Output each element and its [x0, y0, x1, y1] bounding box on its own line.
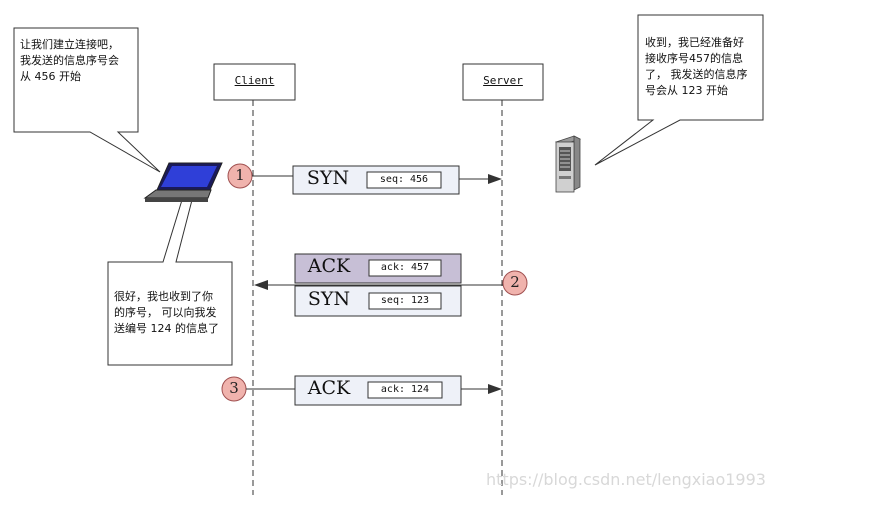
laptop-icon — [143, 162, 223, 202]
watermark: https://blog.csdn.net/lengxiao1993 — [486, 470, 766, 489]
server-top-callout — [594, 14, 764, 166]
step-3-label: 3 — [229, 379, 239, 397]
client-box — [213, 63, 296, 101]
server-icon — [554, 135, 582, 193]
packet-3-value: seq: 123 — [380, 295, 430, 306]
packet-ack-1 — [294, 253, 462, 284]
client-bottom-callout-text: 很好，我也收到了你 的序号， 可以向我发 送编号 124 的信息了 — [114, 290, 219, 335]
packet-syn-1 — [292, 165, 460, 195]
packet-2-value: ack: 457 — [380, 262, 430, 273]
arrow-1-head — [488, 174, 502, 184]
packet-1-value: seq: 456 — [379, 174, 429, 185]
client-top-callout-text: 让我们建立连接吧， 我发送的信息序号会 从 456 开始 — [20, 38, 119, 83]
client-label: Client — [234, 74, 275, 87]
arrow-3-head — [488, 384, 502, 394]
server-label: Server — [483, 74, 523, 87]
server-top-callout-text: 收到，我已经准备好 接收序号457的信息 了， 我发送的信息序 号会从 123 … — [645, 36, 748, 97]
packet-1-name: SYN — [306, 167, 350, 189]
packet-syn-2 — [294, 285, 462, 317]
packet-4-name: ACK — [307, 377, 351, 399]
packet-3-name: SYN — [307, 288, 351, 310]
arrow-2-head — [254, 280, 268, 290]
step-2-circle — [502, 270, 528, 296]
packet-2-name: ACK — [307, 255, 351, 277]
server-box — [462, 63, 544, 101]
step-2-label: 2 — [510, 273, 520, 291]
step-1-label: 1 — [235, 166, 245, 184]
packet-ack-2 — [294, 375, 462, 406]
client-top-callout — [13, 27, 161, 173]
client-bottom-callout — [107, 199, 233, 366]
packet-4-value: ack: 124 — [380, 384, 430, 395]
